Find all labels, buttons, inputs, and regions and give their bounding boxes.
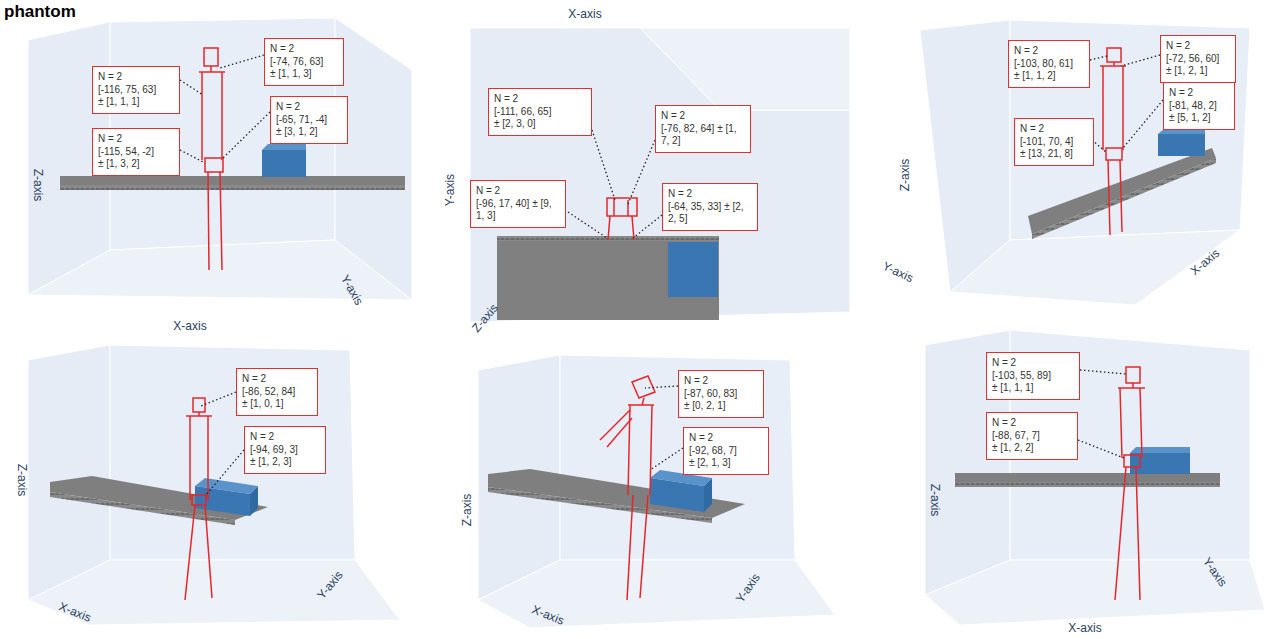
callout-text: ± [1, 2, 2] bbox=[992, 442, 1072, 455]
axis-label: X-axis bbox=[173, 319, 206, 333]
callout-box: N = 2[-116, 75, 63]± [1, 1, 1] bbox=[92, 66, 180, 114]
callout-box: N = 2[-86, 52, 84]± [1, 0, 1] bbox=[236, 368, 318, 416]
callout-box: N = 2[-76, 82, 64] ± [1, 7, 2] bbox=[655, 105, 751, 153]
callout-text: N = 2 bbox=[1014, 45, 1084, 58]
callout-text: N = 2 bbox=[992, 357, 1074, 370]
callout-text: ± [2, 1, 3] bbox=[689, 457, 763, 470]
axis-label: Z-axis bbox=[31, 169, 45, 202]
callout-text: N = 2 bbox=[476, 185, 560, 198]
callout-text: [-96, 17, 40] ± [9, 1, 3] bbox=[476, 198, 560, 223]
callout-text: ± [5, 1, 2] bbox=[1169, 112, 1229, 125]
callout-text: N = 2 bbox=[494, 93, 586, 106]
axis-label: Y-axis bbox=[443, 174, 457, 206]
figure-title: phantom bbox=[4, 2, 76, 22]
callout-box: N = 2[-92, 68, 7]± [2, 1, 3] bbox=[683, 427, 769, 475]
callout-text: [-115, 54, -2] bbox=[98, 146, 174, 159]
callout-text: ± [1, 1, 2] bbox=[1014, 70, 1084, 83]
view-panel bbox=[920, 20, 1250, 305]
callout-text: N = 2 bbox=[98, 133, 174, 146]
axis-label: X-axis bbox=[568, 7, 601, 21]
callout-box: N = 2[-115, 54, -2]± [1, 3, 2] bbox=[92, 128, 180, 176]
callout-text: [-81, 48, 2] bbox=[1169, 100, 1229, 113]
callout-text: [-92, 68, 7] bbox=[689, 445, 763, 458]
axis-label: Z-axis bbox=[15, 464, 29, 497]
callout-text: ± [1, 2, 3] bbox=[250, 456, 320, 469]
callout-text: N = 2 bbox=[276, 101, 342, 114]
callout-box: N = 2[-111, 66, 65]± [2, 3, 0] bbox=[488, 88, 592, 136]
callout-text: N = 2 bbox=[1166, 40, 1230, 53]
axis-label: Y-axis bbox=[880, 259, 915, 285]
callout-text: ± [1, 1, 1] bbox=[992, 382, 1074, 395]
callout-text: ± [2, 3, 0] bbox=[494, 118, 586, 131]
callout-box: N = 2[-88, 67, 7]± [1, 2, 2] bbox=[986, 412, 1078, 460]
callout-text: [-116, 75, 63] bbox=[98, 84, 174, 97]
callout-text: [-86, 52, 84] bbox=[242, 386, 312, 399]
callout-box: N = 2[-103, 80, 61]± [1, 1, 2] bbox=[1008, 40, 1090, 88]
callout-text: ± [13, 21, 8] bbox=[1020, 148, 1088, 161]
axis-label: Z-axis bbox=[928, 484, 942, 517]
callout-text: [-101, 70, 4] bbox=[1020, 136, 1088, 149]
view-panel bbox=[28, 345, 400, 625]
view-panel bbox=[925, 330, 1265, 625]
callout-text: N = 2 bbox=[270, 43, 338, 56]
callout-text: [-65, 71, -4] bbox=[276, 114, 342, 127]
callout-box: N = 2[-81, 48, 2]± [5, 1, 2] bbox=[1163, 82, 1235, 130]
callout-box: N = 2[-94, 69, 3]± [1, 2, 3] bbox=[244, 426, 326, 474]
callout-text: ± [1, 1, 1] bbox=[98, 96, 174, 109]
callout-text: N = 2 bbox=[1169, 87, 1229, 100]
callout-text: ± [0, 2, 1] bbox=[684, 400, 758, 413]
callout-text: [-76, 82, 64] ± [1, 7, 2] bbox=[661, 123, 745, 148]
callout-text: N = 2 bbox=[242, 373, 312, 386]
callout-box: N = 2[-87, 60, 83]± [0, 2, 1] bbox=[678, 370, 764, 418]
callout-text: [-94, 69, 3] bbox=[250, 444, 320, 457]
callout-box: N = 2[-64, 35, 33] ± [2, 2, 5] bbox=[662, 183, 758, 231]
callout-text: N = 2 bbox=[250, 431, 320, 444]
callout-text: ± [1, 0, 1] bbox=[242, 398, 312, 411]
callout-text: ± [3, 1, 2] bbox=[276, 126, 342, 139]
callout-box: N = 2[-96, 17, 40] ± [9, 1, 3] bbox=[470, 180, 566, 228]
callout-text: [-87, 60, 83] bbox=[684, 388, 758, 401]
axis-label: Z-axis bbox=[460, 494, 474, 527]
callout-text: [-111, 66, 65] bbox=[494, 106, 586, 119]
callout-box: N = 2[-74, 76, 63]± [1, 1, 3] bbox=[264, 38, 344, 86]
callout-text: [-103, 80, 61] bbox=[1014, 58, 1084, 71]
callout-text: N = 2 bbox=[661, 110, 745, 123]
axis-label: X-axis bbox=[1068, 621, 1101, 635]
callout-text: [-103, 55, 89] bbox=[992, 370, 1074, 383]
callout-text: N = 2 bbox=[992, 417, 1072, 430]
callout-text: N = 2 bbox=[684, 375, 758, 388]
view-panel bbox=[470, 28, 850, 322]
callout-text: [-64, 35, 33] ± [2, 2, 5] bbox=[668, 201, 752, 226]
callout-text: N = 2 bbox=[689, 432, 763, 445]
callout-text: [-74, 76, 63] bbox=[270, 56, 338, 69]
callout-box: N = 2[-65, 71, -4]± [3, 1, 2] bbox=[270, 96, 348, 144]
callout-text: N = 2 bbox=[1020, 123, 1088, 136]
callout-text: N = 2 bbox=[668, 188, 752, 201]
callout-text: ± [1, 1, 3] bbox=[270, 68, 338, 81]
callout-box: N = 2[-101, 70, 4]± [13, 21, 8] bbox=[1014, 118, 1094, 166]
callout-text: N = 2 bbox=[98, 71, 174, 84]
view-panel bbox=[478, 355, 835, 628]
axis-label: Z-axis bbox=[898, 159, 912, 192]
callout-box: N = 2[-103, 55, 89]± [1, 1, 1] bbox=[986, 352, 1080, 400]
callout-text: ± [1, 2, 1] bbox=[1166, 65, 1230, 78]
callout-text: ± [1, 3, 2] bbox=[98, 158, 174, 171]
view-panel bbox=[28, 18, 412, 300]
callout-text: [-72, 56, 60] bbox=[1166, 53, 1230, 66]
callout-text: [-88, 67, 7] bbox=[992, 430, 1072, 443]
callout-box: N = 2[-72, 56, 60]± [1, 2, 1] bbox=[1160, 35, 1236, 83]
